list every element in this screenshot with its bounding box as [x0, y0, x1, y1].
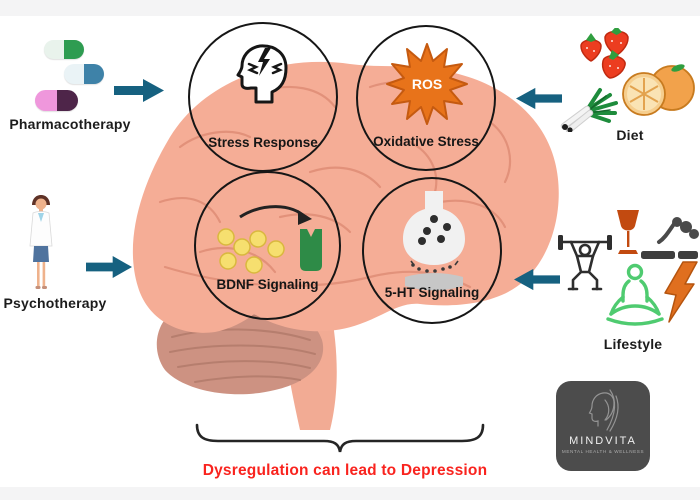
wine-glass-icon: [617, 210, 639, 254]
lightning-bolt-icon: [664, 261, 698, 323]
mechanism-label-oxidative-stress: Oxidative Stress: [373, 134, 479, 149]
synapse-icon: [403, 191, 465, 291]
bottom-frame-strip: [0, 487, 700, 500]
capsule-green: [44, 40, 84, 59]
mindvita-logo: MINDVITA MENTAL HEALTH & WELLNESS: [556, 381, 650, 471]
top-frame-strip: [0, 0, 700, 16]
circle-5ht-signaling: 5-HT Signaling: [362, 177, 502, 324]
cigarette-smoke-icon: [641, 217, 699, 259]
caption-dysregulation: Dysregulation can lead to Depression: [202, 462, 488, 479]
stressed-head-icon: [236, 44, 288, 104]
factor-label-psychotherapy: Psychotherapy: [3, 295, 107, 311]
capsule-blue: [64, 64, 104, 84]
factor-label-diet: Diet: [616, 127, 644, 143]
logo-brand-text: MINDVITA: [569, 435, 637, 447]
meditation-icon: [606, 263, 664, 326]
mechanism-label-stress-response: Stress Response: [208, 135, 318, 150]
factor-label-lifestyle: Lifestyle: [603, 336, 663, 352]
ros-badge-text: ROS: [412, 76, 442, 92]
capsule-pink: [35, 90, 78, 111]
green-onion-icon: [560, 88, 618, 132]
bdnf-molecules-receptor-icon: [217, 205, 322, 274]
factor-label-pharmacotherapy: Pharmacotherapy: [9, 116, 131, 132]
circle-oxidative-stress: ROS Oxidative Stress: [356, 25, 496, 171]
circle-stress-response: Stress Response: [188, 22, 338, 172]
strawberries-icon: [580, 28, 629, 79]
mindvita-face-icon: [588, 389, 619, 432]
orange-icon: [622, 64, 695, 116]
circle-bdnf-signaling: BDNF Signaling: [194, 171, 341, 320]
ros-starburst-icon: ROS: [386, 43, 468, 125]
mechanism-label-5ht-signaling: 5-HT Signaling: [384, 285, 480, 300]
weightlifter-icon: [558, 235, 612, 291]
therapist-figure: [29, 195, 53, 289]
logo-tagline-text: MENTAL HEALTH & WELLNESS: [561, 448, 645, 454]
curly-brace: [195, 423, 485, 453]
brain-illustration: [132, 61, 559, 430]
mechanism-label-bdnf-signaling: BDNF Signaling: [216, 277, 319, 292]
